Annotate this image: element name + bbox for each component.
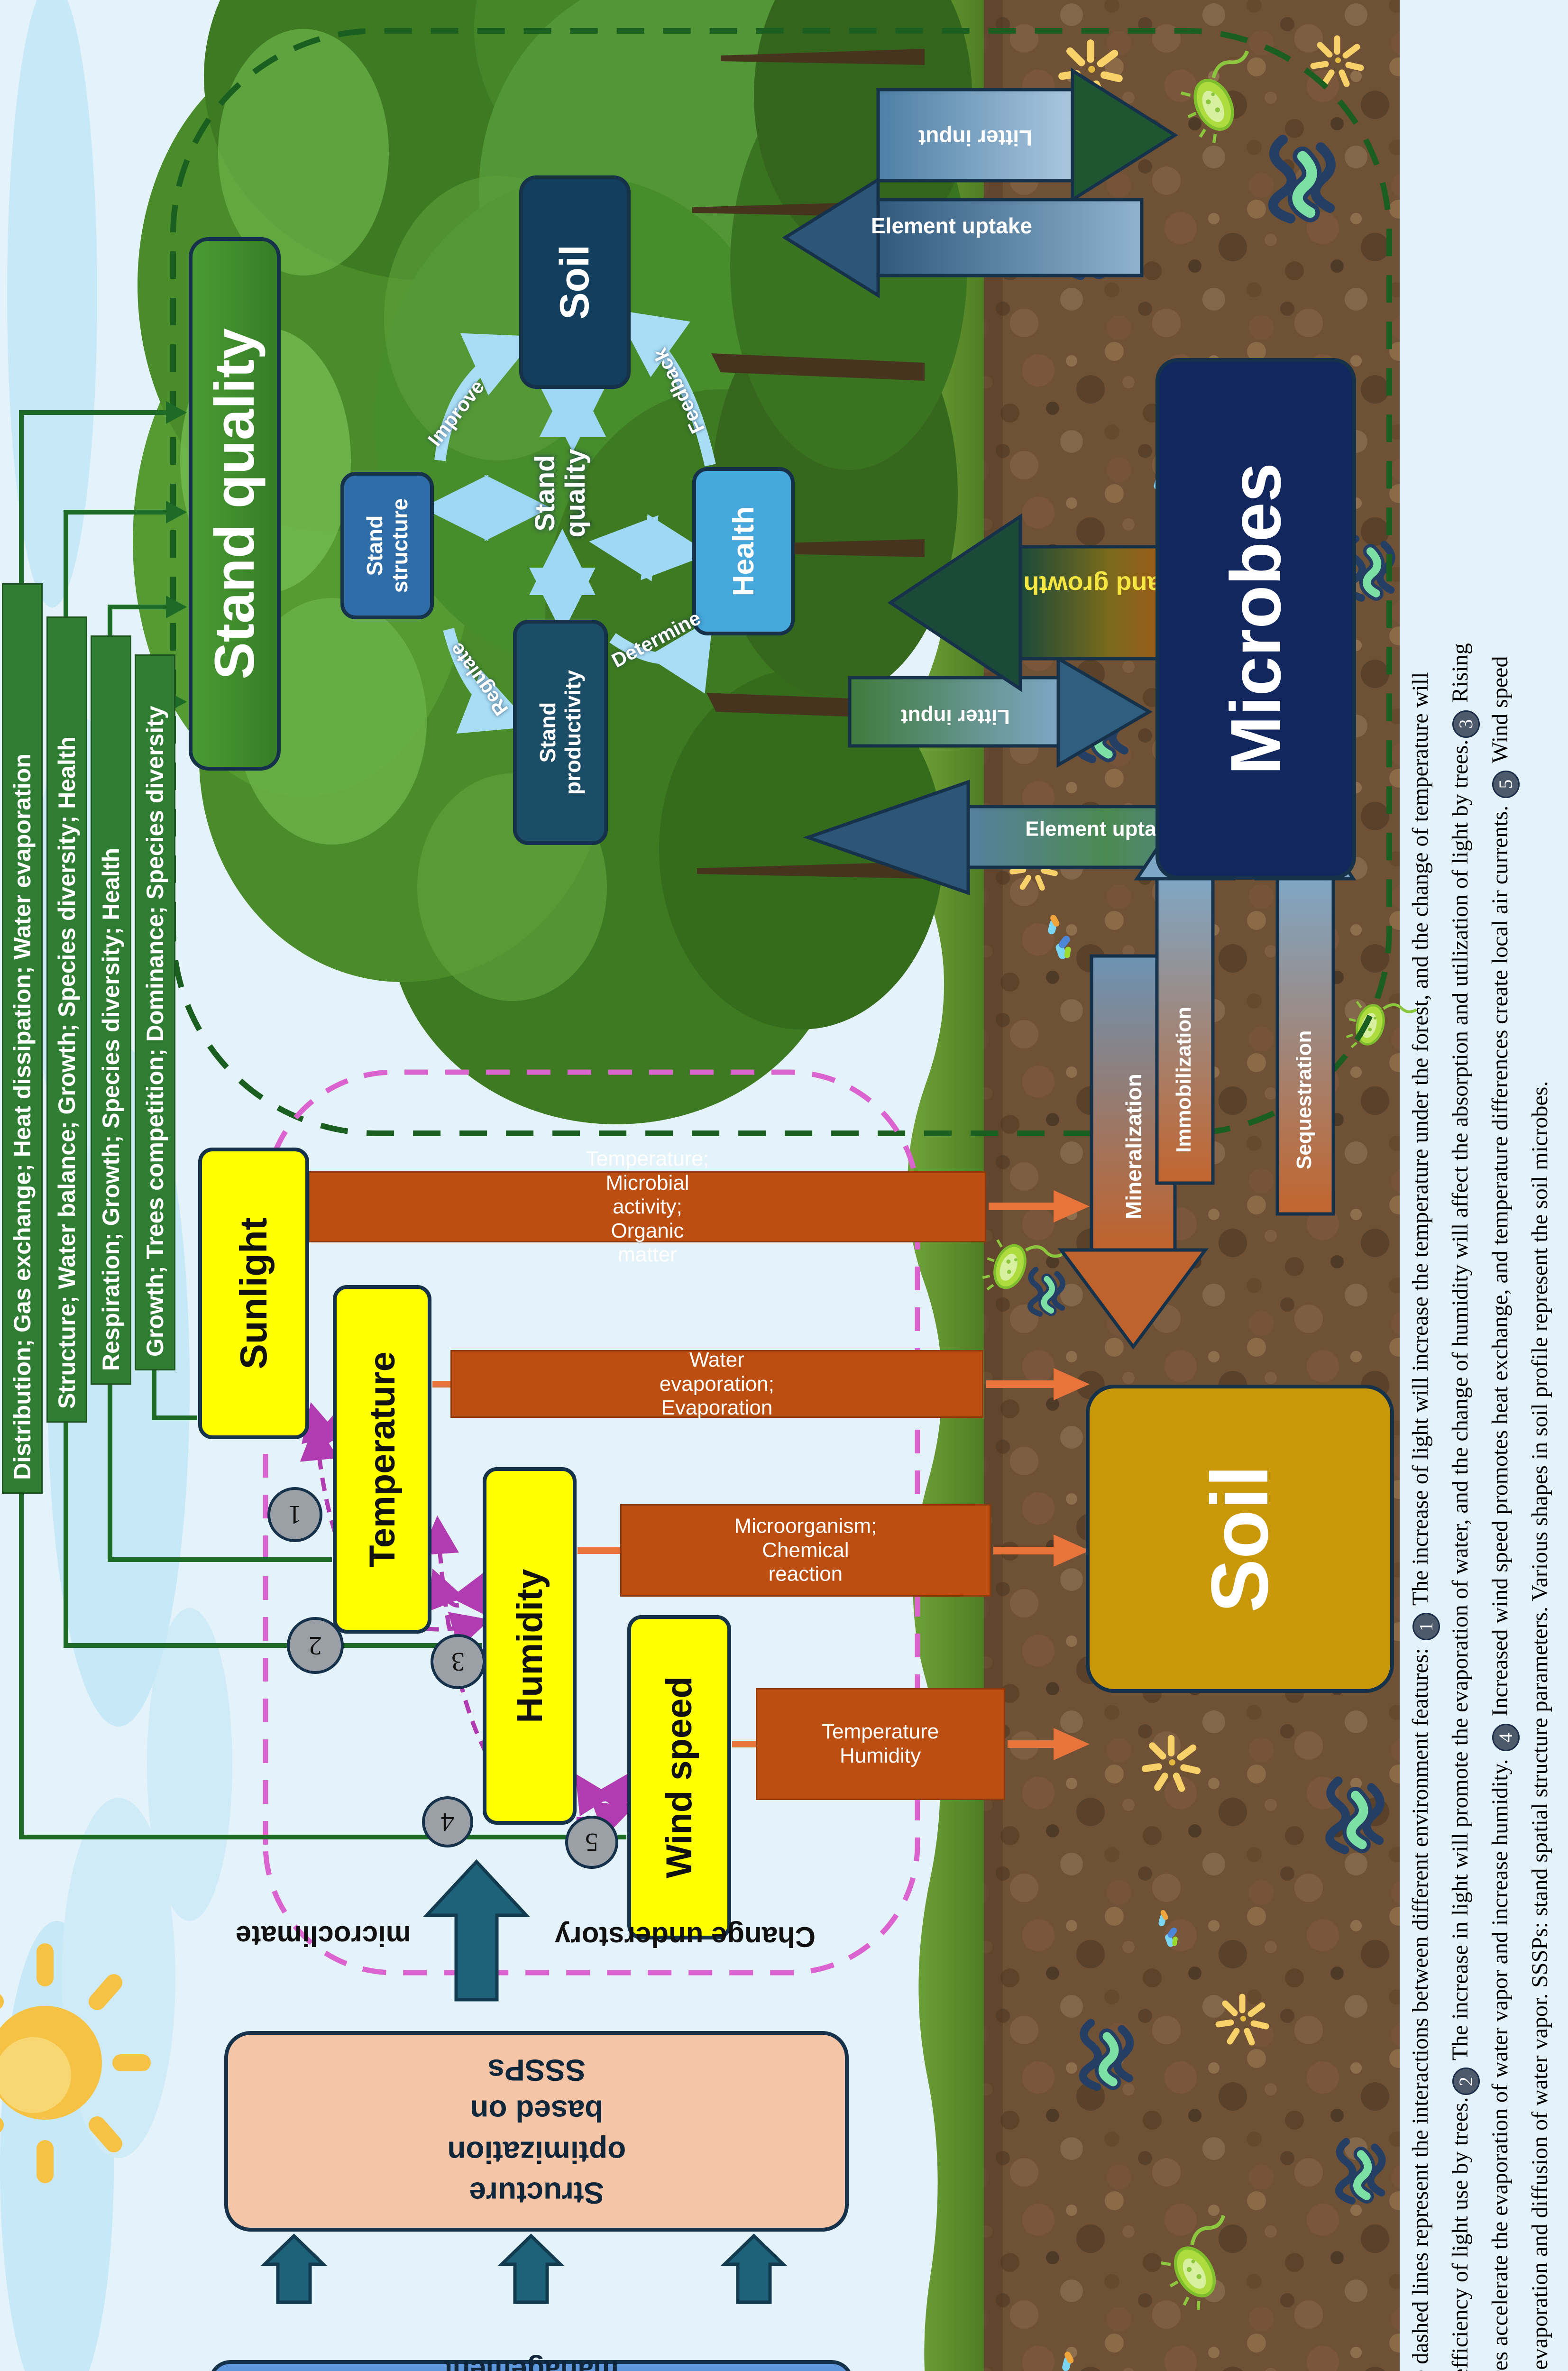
forest-management-box: Structure-based forest management bbox=[209, 2355, 853, 2371]
sunlight-label: Sunlight bbox=[232, 1217, 275, 1369]
indicator-bar-label: Structure; Water balance; Growth; Specie… bbox=[54, 736, 80, 1409]
circle-number: 1 bbox=[288, 1500, 302, 1529]
sun-icon bbox=[0, 1943, 151, 2183]
humidity-box: Humidity bbox=[483, 1467, 577, 1825]
indicator-bar-sunlight: Growth; Trees competition; Dominance; Sp… bbox=[135, 654, 175, 1370]
indicator-bar-wind: Distribution; Gas exchange; Heat dissipa… bbox=[2, 583, 43, 1494]
indicator-bar-label: Respiration; Growth; Species diversity; … bbox=[98, 847, 124, 1371]
windspeed-label: Wind speed bbox=[659, 1676, 699, 1878]
litter-input-1-label: Litter input bbox=[918, 125, 1033, 150]
diagram-health-box: Health bbox=[692, 467, 795, 635]
banner-to-soil-arrows bbox=[986, 1190, 1090, 1760]
indicator-bar-humidity: Structure; Water balance; Growth; Specie… bbox=[46, 616, 87, 1423]
caption-line-3: temperatures accelerate the evaporation … bbox=[1487, 3, 1520, 2371]
diagram-center-label: Stand quality bbox=[530, 449, 591, 538]
banner-label: Temperature Humidity bbox=[822, 1720, 939, 1767]
soil-gold-label: Soil bbox=[1195, 1465, 1285, 1613]
diagram-curved-arrows bbox=[434, 310, 716, 734]
caption-circled-number: 5 bbox=[1492, 770, 1520, 798]
caption-circled-number: 4 bbox=[1492, 1724, 1520, 1752]
temperature-box: Temperature bbox=[333, 1285, 431, 1634]
immobilization-label: Immobilization bbox=[1172, 1007, 1195, 1153]
diagram-structure-box: Stand structure bbox=[340, 472, 434, 619]
banner-sunlight-effects: Temperature; Microbial activity; Organic… bbox=[308, 1147, 986, 1266]
change-understory-label: Change understory bbox=[554, 1921, 816, 1953]
caption-line-2: affect the efficiency of light use by tr… bbox=[1447, 3, 1480, 2371]
banner-label: Temperature; Microbial activity; Organic… bbox=[586, 1147, 709, 1266]
indicator-bar-label: Growth; Trees competition; Dominance; Sp… bbox=[142, 706, 168, 1357]
microclimate-label: microclimate bbox=[235, 1920, 412, 1952]
banner-windspeed-effects: Temperature Humidity bbox=[756, 1688, 1005, 1800]
circle-number: 5 bbox=[585, 1828, 598, 1857]
stand-growth-arrow bbox=[887, 513, 1183, 692]
interaction-circle-1: 1 bbox=[267, 1487, 322, 1542]
diagram-soil-box: Soil bbox=[519, 175, 631, 389]
temperature-label: Temperature bbox=[362, 1351, 403, 1567]
interaction-circle-3: 3 bbox=[431, 1634, 486, 1689]
humidity-label: Humidity bbox=[509, 1569, 550, 1723]
circle-number: 4 bbox=[441, 1807, 454, 1837]
interaction-circle-2: 2 bbox=[287, 1617, 344, 1674]
litter-input-1-arrow bbox=[876, 67, 1178, 203]
element-uptake-1-label: Element uptake bbox=[871, 213, 1032, 238]
microbes-box: Microbes bbox=[1155, 358, 1356, 880]
diagram-soil-label: Soil bbox=[552, 245, 597, 320]
soil-gold-box: Soil bbox=[1086, 1385, 1394, 1693]
interaction-circle-5: 5 bbox=[565, 1816, 618, 1869]
structure-optimization-box: Structure optimization based on SSSPs bbox=[224, 2031, 849, 2232]
caption-circled-number: 2 bbox=[1452, 2068, 1480, 2095]
banner-humidity-effects: Microorganism; Chemical reaction bbox=[620, 1504, 991, 1597]
stand-quality-header: Stand quality bbox=[189, 237, 281, 771]
stand-quality-title: Stand quality bbox=[203, 328, 266, 680]
change-microclimate-arrow bbox=[422, 1859, 531, 2002]
interaction-circle-4: 4 bbox=[422, 1796, 473, 1847]
caption-circled-number: 3 bbox=[1452, 710, 1480, 738]
circle-number: 2 bbox=[309, 1631, 322, 1660]
diagram-productivity-label: Stand productivity bbox=[535, 670, 585, 795]
mineralization-arrow bbox=[1058, 954, 1209, 1350]
caption-line-1: The purple dashed lines represent the in… bbox=[1407, 3, 1440, 2371]
indicator-bar-label: Distribution; Gas exchange; Heat dissipa… bbox=[9, 754, 36, 1480]
banner-label: Microorganism; Chemical reaction bbox=[734, 1514, 877, 1586]
diagram-double-arrows bbox=[422, 370, 710, 634]
diagram-structure-label: Stand structure bbox=[362, 498, 412, 593]
litter-input-2-label: Litter input bbox=[901, 705, 1010, 729]
sunlight-box: Sunlight bbox=[198, 1148, 309, 1439]
windspeed-box: Wind speed bbox=[627, 1615, 731, 1939]
forest-management-label: Structure-based forest management bbox=[443, 2354, 619, 2371]
structure-optimization-label: Structure optimization based on SSSPs bbox=[447, 2053, 626, 2210]
dashed-green-region bbox=[170, 28, 1392, 1136]
caption-circled-number: 1 bbox=[1412, 1613, 1440, 1641]
circle-number: 3 bbox=[451, 1647, 465, 1676]
management-arrows bbox=[260, 1859, 788, 2304]
sequestration-label: Sequestration bbox=[1293, 1030, 1316, 1169]
litter-input-2-arrow bbox=[848, 655, 1153, 768]
diagram-health-label: Health bbox=[727, 506, 760, 597]
indicator-bar-temperature: Respiration; Growth; Species diversity; … bbox=[91, 635, 131, 1385]
microbes-label: Microbes bbox=[1216, 462, 1295, 775]
banner-label: Water evaporation; Evaporation bbox=[659, 1348, 775, 1419]
mineralization-label: Mineralization bbox=[1121, 1074, 1146, 1219]
banner-temperature-effects: Water evaporation; Evaporation bbox=[450, 1348, 983, 1419]
diagram-productivity-box: Stand productivity bbox=[513, 620, 608, 845]
element-uptake-1-arrow bbox=[782, 176, 1144, 299]
caption-line-4: affects the evaporation and diffusion of… bbox=[1527, 1081, 1552, 2371]
